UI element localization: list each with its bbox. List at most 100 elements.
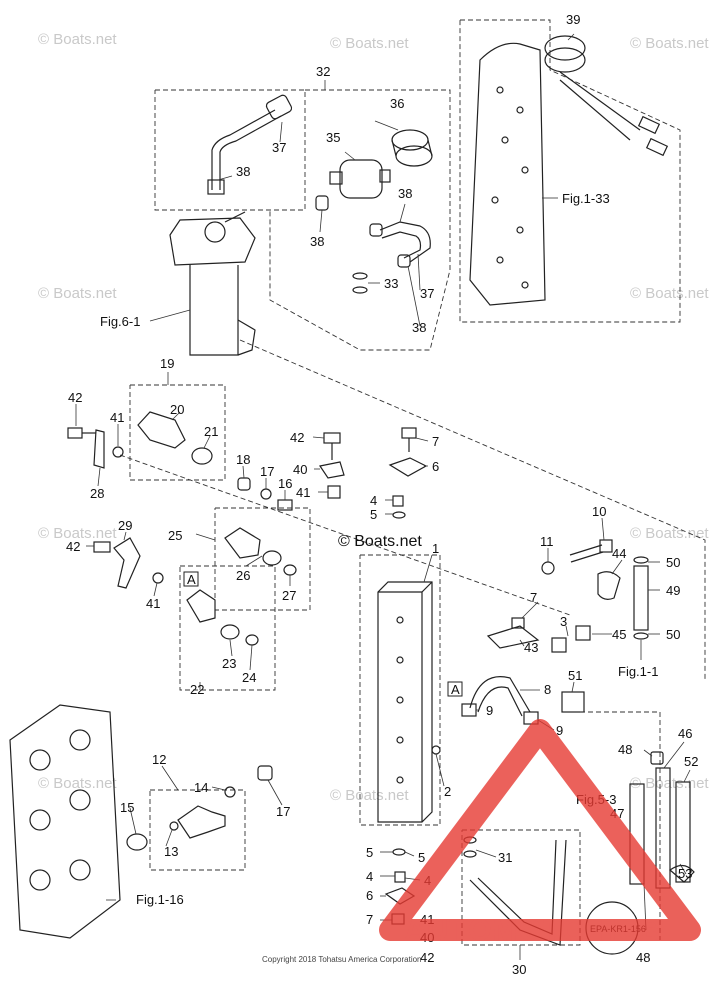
callout: 24 <box>242 670 256 685</box>
bolt-42-b <box>323 432 341 460</box>
watermark: © Boats.net <box>38 525 117 542</box>
callout: 39 <box>566 12 580 27</box>
collar-17 <box>260 488 272 500</box>
group-outline-46 <box>580 711 661 940</box>
bracket-43 <box>486 625 540 649</box>
callout: 40 <box>293 462 307 477</box>
callout: 2 <box>444 784 451 799</box>
callout: 50 <box>666 555 680 570</box>
callout: 43 <box>524 640 538 655</box>
copyright-text: Copyright 2018 Tohatsu America Corporati… <box>262 955 422 964</box>
callout: 7 <box>432 434 439 449</box>
callout: 20 <box>170 402 184 417</box>
callout: 33 <box>384 276 398 291</box>
fig-ref-1-1: Fig.1-1 <box>618 664 658 679</box>
group-outline-32a <box>154 89 306 211</box>
bracket-29 <box>93 537 164 589</box>
watermark-layer: © Boats.net © Boats.net © Boats.net © Bo… <box>38 31 709 804</box>
callout: 8 <box>544 682 551 697</box>
group-outline-12 <box>149 789 246 871</box>
clamp-44 <box>597 571 621 600</box>
callout: 42 <box>66 539 80 554</box>
bolt-42 <box>67 427 96 439</box>
callout: 50 <box>666 627 680 642</box>
collar-41 <box>112 446 124 458</box>
watermark: © Boats.net <box>38 31 117 48</box>
callout: 19 <box>160 356 174 371</box>
collar-17-b <box>257 765 273 781</box>
automoto-hub-logo: AUTOMOTO HUB <box>379 719 701 947</box>
callout: 42 <box>68 390 82 405</box>
callout: 38 <box>412 320 426 335</box>
callout: 32 <box>316 64 330 79</box>
callout: 23 <box>222 656 236 671</box>
callout: 7 <box>530 590 537 605</box>
washer-15 <box>126 833 148 851</box>
callout: 38 <box>398 186 412 201</box>
collar-11 <box>541 561 555 575</box>
bolt-7-b <box>511 617 525 629</box>
group-outline-32b <box>269 89 451 351</box>
fuel-pipe-37 <box>207 94 293 195</box>
callout: 5 <box>370 507 377 522</box>
fitting-20 <box>137 411 213 465</box>
group-outline-39 <box>459 19 681 323</box>
callout: 22 <box>190 682 204 697</box>
vapor-separator <box>169 211 256 356</box>
callout: 6 <box>366 888 373 903</box>
callout: 42 <box>290 430 304 445</box>
callout: 37 <box>420 286 434 301</box>
callout: 27 <box>282 588 296 603</box>
plate-6 <box>388 457 428 477</box>
tube-49 <box>633 556 649 640</box>
callout: 41 <box>296 485 310 500</box>
group-outline-22 <box>179 565 276 691</box>
callout: 48 <box>618 742 632 757</box>
bolt-10 <box>569 539 613 563</box>
callout: 53 <box>678 866 692 881</box>
washer <box>352 286 368 294</box>
callout: 9 <box>486 703 493 718</box>
watermark: © Boats.net <box>330 35 409 52</box>
callout: 29 <box>118 518 132 533</box>
washer-5-b <box>392 848 406 856</box>
fuel-pipe-right <box>369 221 431 268</box>
clamp-39 <box>544 35 669 157</box>
marker-a: A <box>183 571 199 587</box>
callout: 31 <box>498 850 512 865</box>
nipple-4 <box>392 495 404 507</box>
fitting-14 <box>169 786 236 839</box>
callout: 15 <box>120 800 134 815</box>
callout: 45 <box>612 627 626 642</box>
gasket-fig-1-16 <box>9 704 121 939</box>
callout: 1 <box>432 541 439 556</box>
center-watermark: © Boats.net <box>338 533 422 550</box>
callout: 11 <box>540 534 554 549</box>
watermark: © Boats.net <box>330 787 409 804</box>
logo-text: AUTOMOTO HUB <box>404 914 663 947</box>
cap-18 <box>237 477 251 491</box>
callout: 18 <box>236 452 250 467</box>
callout: 36 <box>390 96 404 111</box>
guide-line <box>239 339 706 680</box>
nipple-4-b <box>394 871 406 883</box>
callout: 4 <box>370 493 377 508</box>
callout: 41 <box>146 596 160 611</box>
fig-ref-1-33: Fig.1-33 <box>562 191 610 206</box>
callout: 17 <box>260 464 274 479</box>
callout: 42 <box>420 950 434 965</box>
washer <box>352 272 368 280</box>
callout: 46 <box>678 726 692 741</box>
plate-40 <box>319 461 345 479</box>
label-51 <box>561 691 585 713</box>
callout: 25 <box>168 528 182 543</box>
callout: 44 <box>612 546 626 561</box>
bolt-7 <box>401 427 417 452</box>
washer-5 <box>392 511 406 519</box>
collar-41-b <box>327 485 341 499</box>
fig-ref-6-1: Fig.6-1 <box>100 314 140 329</box>
fitting-3 <box>551 625 591 653</box>
bracket-28 <box>93 429 105 469</box>
callout: 21 <box>204 424 218 439</box>
